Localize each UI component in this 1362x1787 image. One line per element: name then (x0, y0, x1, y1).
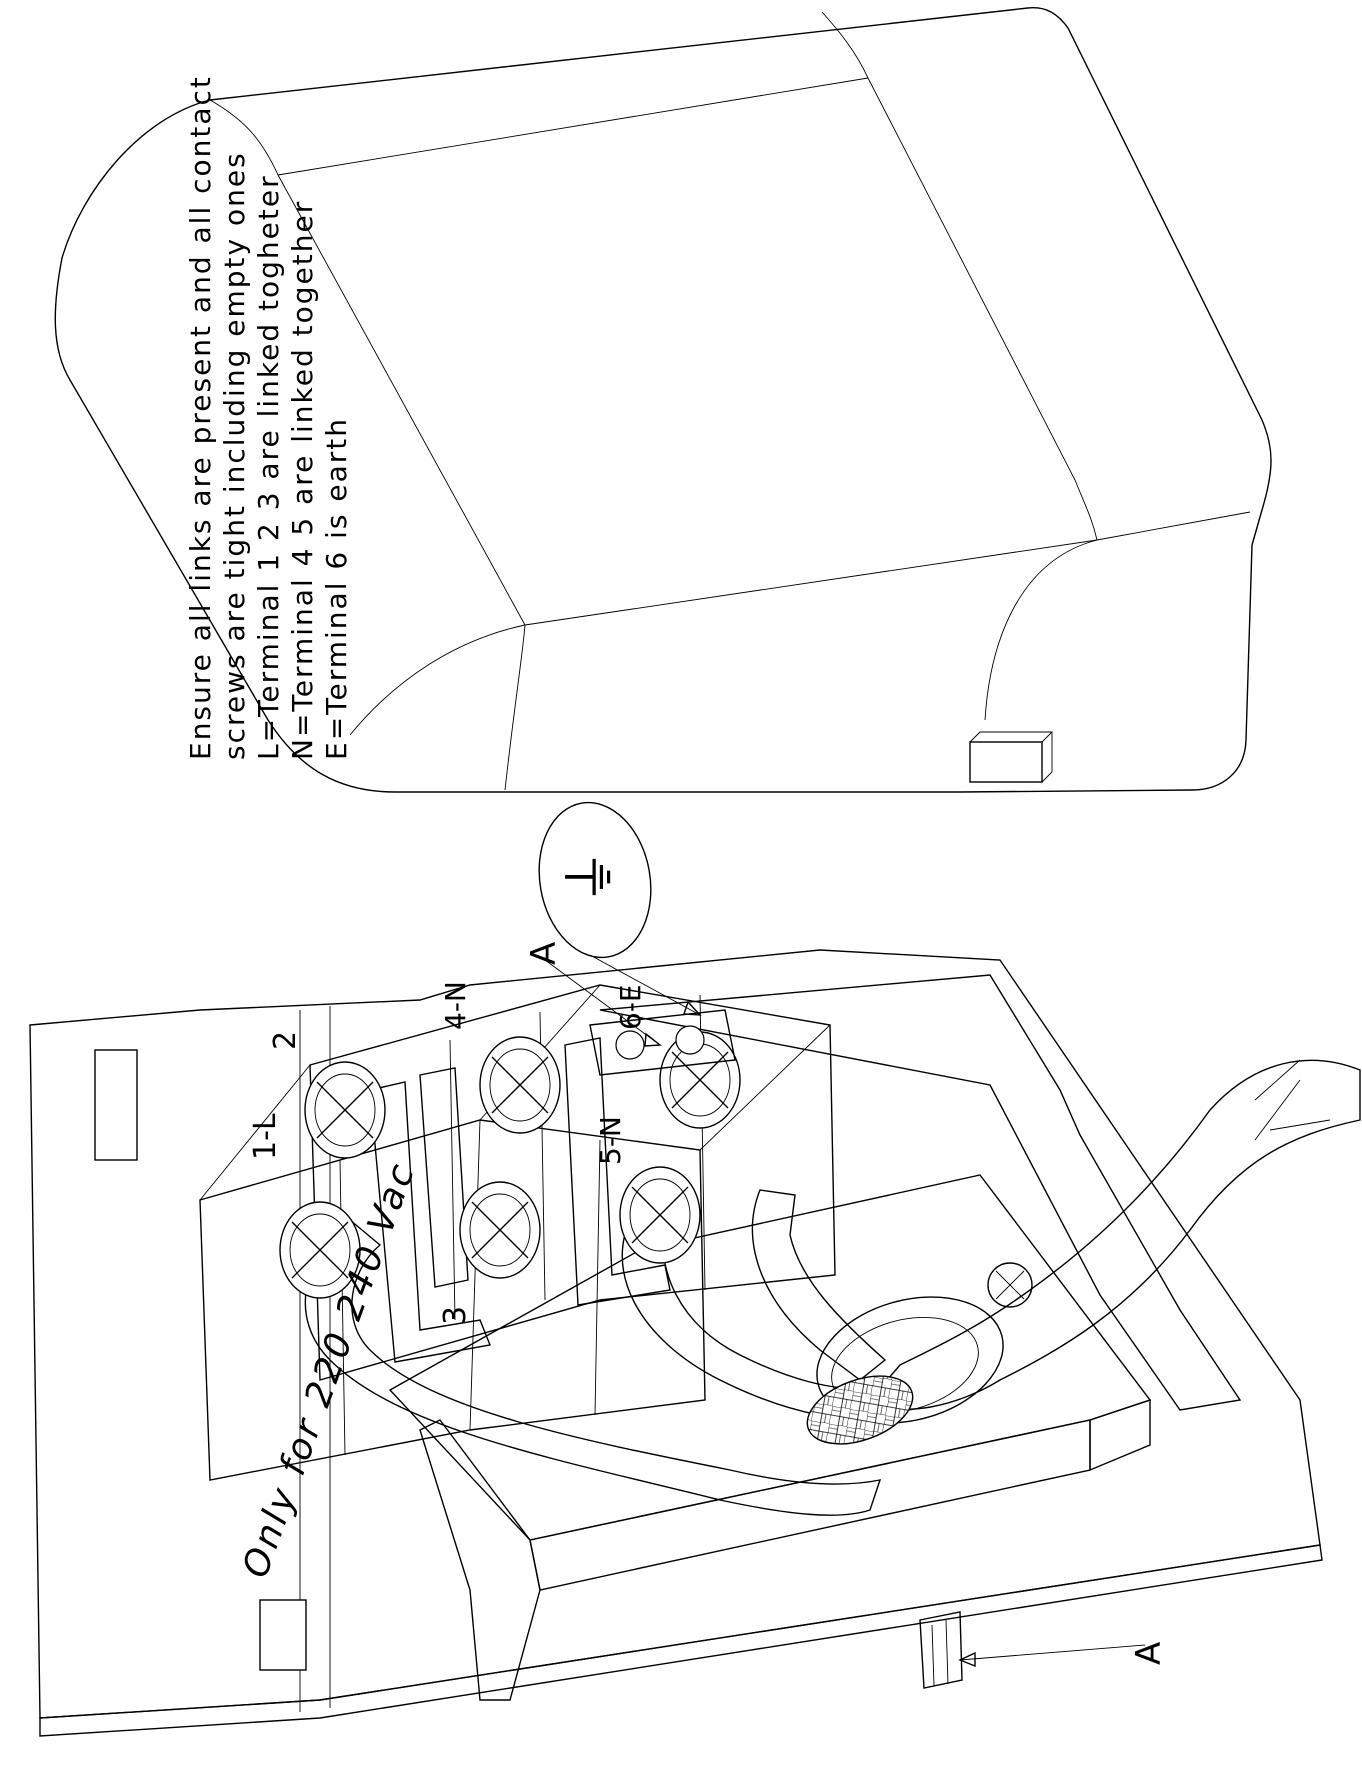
terminal-screw-icon-1 (279, 1201, 361, 1299)
cover-front-line (524, 511, 1251, 626)
section-label-top: A (524, 942, 564, 965)
earth-symbol-callout: ⏚ (538, 801, 702, 1016)
cover-outline (54, 7, 1272, 793)
base-plate-edge (39, 1544, 1323, 1737)
section-mark-bottom: A (958, 1642, 1169, 1668)
terminal-label-1: 1-L (248, 1113, 283, 1160)
earth-hole-1 (615, 1030, 645, 1060)
note-line-4: N=Terminal 4 5 are linked together (286, 200, 319, 760)
terminal-screw-icon-5 (619, 1166, 701, 1264)
enclosure-cover (54, 7, 1272, 793)
terminal-label-4: 4-N (439, 981, 472, 1030)
cover-front-curve (349, 624, 526, 736)
base-inner-wall (599, 974, 1242, 1411)
section-mark-top: A (524, 942, 662, 1047)
earth-terminal-plate (589, 1009, 736, 1076)
terminal-label-2: 2 (268, 1031, 303, 1050)
cover-inner-edge-top (821, 11, 1098, 541)
link-bar-L-upper (419, 1067, 469, 1288)
link-bar-N-4-5 (564, 1037, 671, 1306)
note-line-2: screws are tight including empty ones (218, 151, 251, 760)
cover-fold-line (277, 77, 869, 176)
entry-box-side (1089, 1399, 1151, 1472)
entry-clamp-screw-icon (987, 1262, 1033, 1308)
entry-box-left-wall (419, 1419, 541, 1701)
cover-slot (969, 731, 1054, 783)
terminal-label-3: 3 (438, 1306, 473, 1325)
note-line-1: Ensure all links are present and all con… (184, 75, 217, 760)
base-mount-slot-bottom (259, 1599, 307, 1671)
instruction-notes: Ensure all links are present and all con… (184, 75, 353, 760)
earth-leader-line (589, 954, 701, 1016)
cable-gland (806, 1375, 914, 1445)
note-line-3: L=Terminal 1 2 3 are linked togheter (252, 174, 285, 760)
wires (304, 1189, 914, 1516)
note-line-5: E=Terminal 6 is earth (320, 417, 353, 760)
terminal-label-6: 6-E (614, 984, 647, 1030)
terminal-screw-icon-3 (459, 1181, 541, 1279)
terminal-screw-icon-4 (479, 1036, 561, 1134)
terminal-block: 1-L 2 3 4-N 5-N 6-E (200, 981, 836, 1481)
wire-earth (751, 1189, 887, 1381)
cover-front-curve-2 (984, 539, 1098, 721)
link-bar-L-1-2-3 (369, 1081, 491, 1363)
terminal-screw-icon-2 (304, 1061, 386, 1159)
terminal-label-5: 5-N (594, 1116, 627, 1165)
wire-live (304, 1219, 882, 1516)
base-plate (29, 949, 1323, 1737)
section-label-bottom: A (1129, 1642, 1169, 1665)
earth-hole-2 (675, 1025, 705, 1055)
earth-symbol-icon: ⏚ (559, 849, 624, 905)
base-mount-slot-top (94, 1049, 138, 1161)
